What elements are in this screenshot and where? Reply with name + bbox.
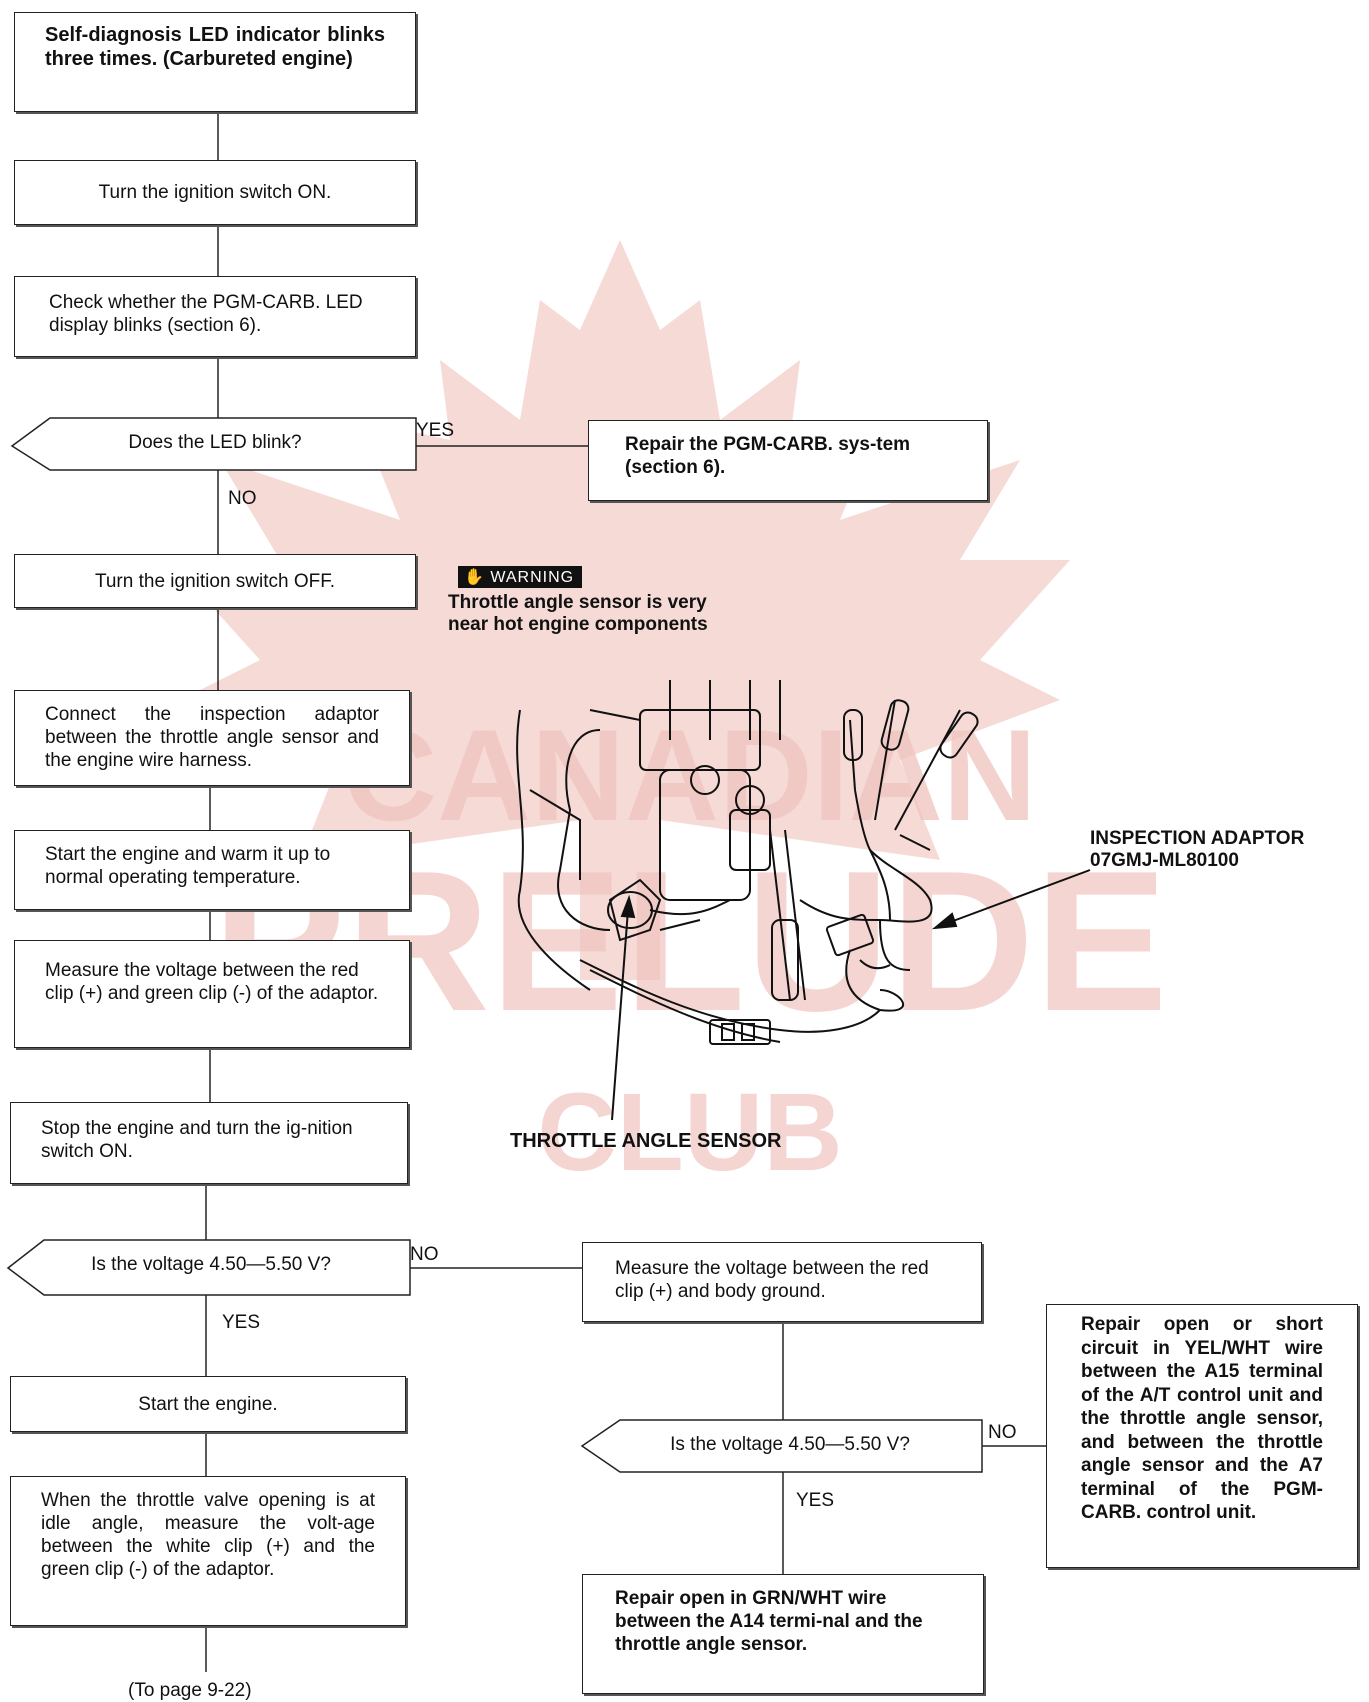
decision-diamond-voltage-2 [580,1419,983,1473]
start-box: Self-diagnosis LED indicator blinks thre… [14,12,416,112]
stop-engine-box: Stop the engine and turn the ig-nition s… [10,1102,408,1184]
no-label-led: NO [228,488,257,509]
led-blink-question: Does the LED blink? [128,432,302,453]
inspection-adaptor-label: INSPECTION ADAPTOR 07GMJ-ML80100 [1090,828,1304,872]
decision-diamond-voltage-1 [6,1239,411,1296]
warning-text: Throttle angle sensor is very near hot e… [448,592,708,635]
adaptor-label-line-1: INSPECTION ADAPTOR [1090,828,1305,849]
continued-label: (To page 9-22) [128,1680,252,1701]
check-led-box: Check whether the PGM-CARB. LED display … [14,276,416,357]
warning-tag: ✋ WARNING [458,566,583,588]
idle-measure-box: When the throttle valve opening is at id… [10,1476,406,1626]
voltage-question-1: Is the voltage 4.50—5.50 V? [91,1254,331,1275]
measure-body-box: Measure the voltage between the red clip… [582,1242,982,1322]
decision-diamond-led [10,417,417,471]
no-label-voltage-2: NO [988,1422,1017,1443]
repair-grn-wht-box: Repair open in GRN/WHT wire between the … [582,1574,984,1694]
warning-tag-text: WARNING [490,569,575,586]
repair-yel-wht-box: Repair open or short circuit in YEL/WHT … [1046,1304,1358,1568]
start-engine-box: Start the engine. [10,1376,406,1432]
hand-warning-icon: ✋ [464,569,485,586]
adaptor-label-line-2: 07GMJ-ML80100 [1090,850,1239,871]
throttle-angle-sensor-label: THROTTLE ANGLE SENSOR [510,1130,782,1152]
voltage-question-2: Is the voltage 4.50—5.50 V? [670,1434,910,1455]
yes-label-voltage-1: YES [222,1312,261,1333]
engine-illustration [516,680,979,1045]
yes-label-voltage-2: YES [796,1490,835,1511]
ignition-on-box: Turn the ignition switch ON. [14,160,416,225]
no-label-voltage-1: NO [410,1244,439,1265]
ignition-off-box: Turn the ignition switch OFF. [14,554,416,608]
yes-label-led: YES [416,420,455,441]
connect-adaptor-box: Connect the inspection adaptor between t… [14,690,410,786]
repair-pgm-carb-box: Repair the PGM-CARB. sys-tem (section 6)… [588,420,988,501]
measure-red-green-box: Measure the voltage between the red clip… [14,940,410,1048]
warm-up-box: Start the engine and warm it up to norma… [14,830,410,910]
